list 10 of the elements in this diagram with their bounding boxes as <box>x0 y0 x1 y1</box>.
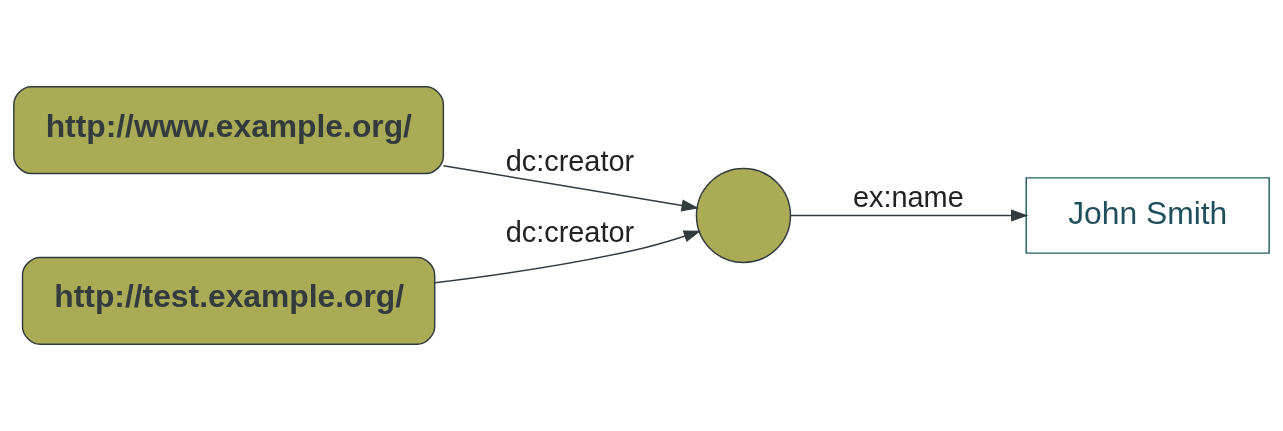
node-box: John Smith <box>1025 177 1270 254</box>
arrow <box>789 209 1029 222</box>
arrow <box>434 230 702 284</box>
edge-label: dc:creator <box>505 215 635 248</box>
arrow <box>442 165 699 212</box>
node-circle <box>695 167 792 264</box>
node-box: http://www.example.org/ <box>13 86 445 175</box>
edge-label: ex:name <box>852 180 964 213</box>
edge-label: dc:creator <box>505 144 635 177</box>
node-box: http://test.example.org/ <box>21 256 436 345</box>
